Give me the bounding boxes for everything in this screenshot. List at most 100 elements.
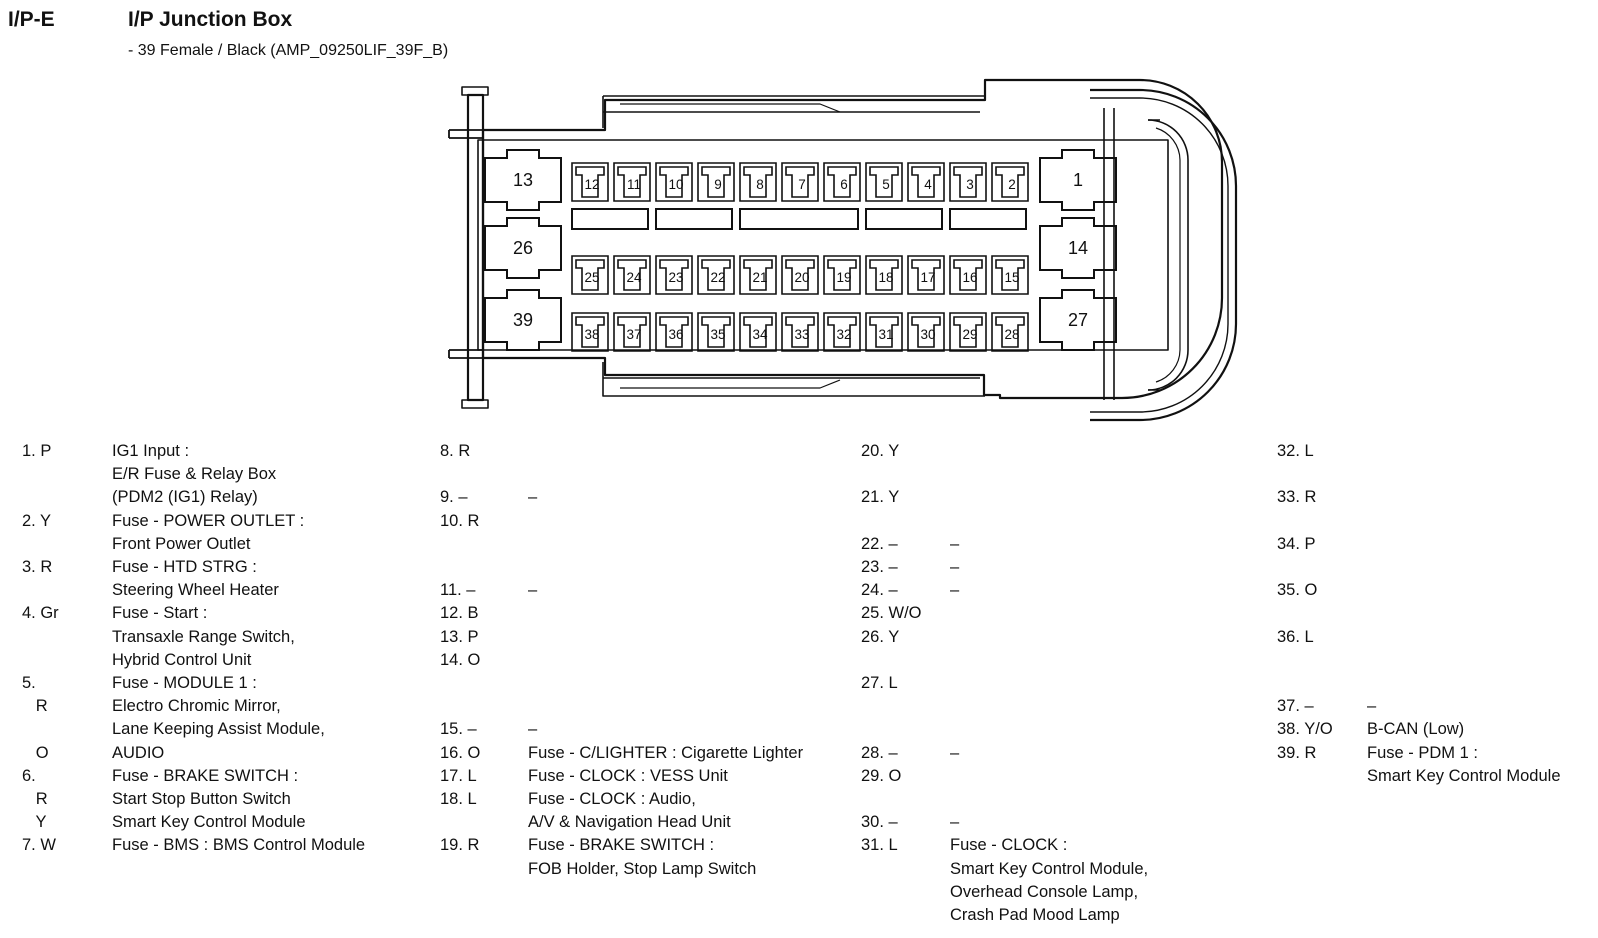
pin-number: 9 (714, 177, 722, 192)
pin-number: 3 (966, 177, 974, 192)
pin-label: 32. L (1277, 442, 1314, 460)
pin-description: – (950, 534, 960, 553)
pin-number: 35 (710, 327, 725, 342)
pin-label: R (22, 790, 48, 808)
pin-cavity-20: 20 (781, 255, 819, 295)
pin-cavity-35: 35 (697, 312, 735, 352)
pin-cavity-28: 28 (991, 312, 1029, 352)
pin-number: 18 (878, 270, 893, 285)
pin-number: 23 (668, 270, 683, 285)
pin-description: Fuse - HTD STRG : (112, 558, 257, 576)
page-title: I/P Junction Box (128, 8, 293, 31)
pin-number: 20 (794, 270, 809, 285)
pin-cavity-13: 13 (484, 149, 562, 211)
pin-cavity-24: 24 (613, 255, 651, 295)
pin-label: 6. (22, 766, 36, 785)
pin-description: Overhead Console Lamp, (950, 882, 1139, 901)
pin-number: 26 (513, 238, 533, 258)
pin-cavity-27: 27 (1039, 289, 1117, 351)
pin-cavity-17: 17 (907, 255, 945, 295)
pin-number: 19 (836, 270, 851, 285)
pin-number: 8 (756, 177, 764, 192)
pin-cavity-22: 22 (697, 255, 735, 295)
pin-description: Fuse - CLOCK : (950, 836, 1068, 855)
pin-cavity-12: 12 (571, 162, 609, 202)
pin-cavity-7: 7 (781, 162, 819, 202)
pin-label: 11. – (440, 581, 476, 600)
pin-label: 37. – (1277, 697, 1314, 716)
pin-number: 12 (584, 177, 599, 192)
pin-cavity-1: 1 (1039, 149, 1117, 211)
connector-subtitle: - 39 Female / Black (AMP_09250LIF_39F_B) (128, 42, 449, 59)
pin-description: – (1367, 697, 1377, 716)
pin-label: 26. Y (861, 627, 900, 646)
pin-number: 5 (882, 177, 890, 192)
pin-number: 17 (920, 270, 935, 285)
pin-description: Fuse - BRAKE SWITCH : (528, 836, 715, 855)
pin-description: Crash Pad Mood Lamp (950, 906, 1120, 924)
pin-label: 21. Y (861, 488, 900, 507)
pin-label: 27. L (861, 674, 898, 692)
pin-description: – (528, 581, 538, 600)
pin-cavity-18: 18 (865, 255, 903, 295)
pin-description: Transaxle Range Switch, (112, 627, 295, 646)
pin-label: 25. W/O (861, 604, 922, 623)
pin-description: Smart Key Control Module (1367, 766, 1561, 785)
pin-description: Steering Wheel Heater (112, 581, 279, 600)
pin-label: 15. – (440, 720, 477, 739)
pin-label: 34. P (1277, 534, 1316, 553)
pin-cavity-38: 38 (571, 312, 609, 352)
pin-label: 39. R (1277, 743, 1317, 762)
pin-label: 4. Gr (22, 604, 59, 623)
pin-number: 1 (1073, 170, 1083, 190)
pin-description: Front Power Outlet (112, 534, 251, 553)
pin-number: 36 (668, 327, 683, 342)
pin-number: 2 (1008, 177, 1016, 192)
pin-number: 38 (584, 327, 599, 342)
pin-number: 34 (752, 327, 768, 342)
pin-label: 1. P (22, 442, 52, 460)
pin-label: 10. R (440, 511, 480, 530)
pin-number: 28 (1004, 327, 1019, 342)
pin-number: 24 (626, 270, 642, 285)
pin-number: 6 (840, 177, 848, 192)
pin-description: – (528, 488, 538, 507)
pin-label: 17. L (440, 766, 477, 785)
pin-cavity-29: 29 (949, 312, 987, 352)
pin-description: Smart Key Control Module, (950, 859, 1149, 878)
pin-label: 20. Y (861, 442, 900, 460)
pin-number: 15 (1004, 270, 1019, 285)
pin-label: 8. R (440, 442, 471, 460)
pin-number: 14 (1068, 238, 1088, 258)
pin-label: Y (22, 813, 47, 832)
pin-cavity-19: 19 (823, 255, 861, 295)
pin-description: Fuse - BRAKE SWITCH : (112, 766, 299, 785)
pin-description: (PDM2 (IG1) Relay) (112, 488, 258, 507)
pin-label: 36. L (1277, 627, 1314, 646)
pin-description: Smart Key Control Module (112, 813, 306, 832)
pin-cavity-14: 14 (1039, 217, 1117, 279)
pin-number: 29 (962, 327, 977, 342)
pin-cavity-25: 25 (571, 255, 609, 295)
pin-number: 10 (668, 177, 683, 192)
pin-cavity-37: 37 (613, 312, 651, 352)
pin-cavity-32: 32 (823, 312, 861, 352)
pin-cavity-6: 6 (823, 162, 861, 202)
pin-cavity-33: 33 (781, 312, 819, 352)
pin-number: 32 (836, 327, 851, 342)
pin-label: 23. – (861, 558, 898, 576)
pin-description: Fuse - PDM 1 : (1367, 743, 1478, 762)
pin-cavity-9: 9 (697, 162, 735, 202)
pin-cavity-4: 4 (907, 162, 945, 202)
pin-description: – (528, 720, 538, 739)
pin-label: 29. O (861, 766, 902, 785)
pin-number: 22 (710, 270, 725, 285)
pin-number: 31 (878, 327, 893, 342)
pin-cavity-36: 36 (655, 312, 693, 352)
pin-description: Lane Keeping Assist Module, (112, 720, 325, 739)
pin-cavity-23: 23 (655, 255, 693, 295)
pin-cavity-39: 39 (484, 289, 562, 351)
pin-number: 39 (513, 310, 533, 330)
